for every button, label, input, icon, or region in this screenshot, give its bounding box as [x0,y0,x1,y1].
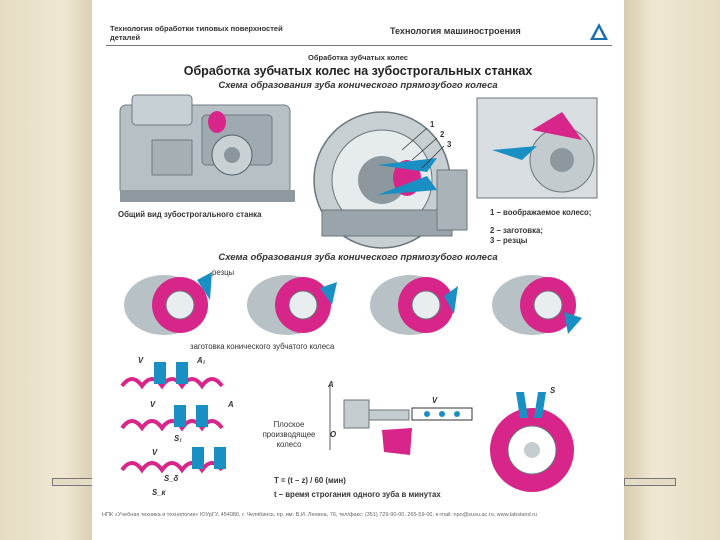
gear-scheme [313,111,468,249]
sym-o: O [330,430,337,439]
sym-sk: S_к [152,488,166,497]
section-right: Технология машиностроения [390,26,521,36]
rotary-cutter [490,392,574,492]
sym-a1: A₁ [197,356,206,365]
sym-s1: S₁ [174,434,182,443]
sym-a-2: A [328,380,334,389]
scheme-title-2: Схема образования зуба конического прямо… [218,252,498,263]
page-title: Обработка зубчатых колес на зубострогаль… [183,64,533,78]
section-left: Технология обработки типовых поверхносте… [110,24,283,42]
sym-s: S [550,386,556,395]
emblem-icon [590,23,608,40]
poster: Технология обработки типовых поверхносте… [92,0,624,540]
left-border [0,0,92,540]
flat-wheel-scheme [329,385,473,455]
callout-2: 2 [440,130,445,139]
cutters-label: резцы [212,268,235,277]
cutting-detail [476,97,598,199]
machine-illustration [119,94,295,202]
sym-v-3: V [152,448,158,457]
sym-v-4: V [432,396,438,405]
legend-part-3: 3 – резцы [490,236,528,245]
blank-sequence [124,272,582,335]
right-border [624,0,720,540]
legend-part-1: 1 – воображаемое колесо; [490,208,592,217]
formula: T = (t – z) / 60 (мин) [274,476,346,485]
formula-note: t – время строгания одного зуба в минута… [274,490,441,499]
sym-v-2: V [150,400,156,409]
scheme-title: Схема образования зуба конического прямо… [218,80,498,91]
sym-v-1: V [138,356,144,365]
callout-3: 3 [447,140,452,149]
header-divider [106,45,612,46]
legend-part-2: 2 – заготовка; [490,226,543,235]
slide-rule-right [624,478,676,486]
tooth-schemes [120,362,226,474]
flat-wheel-label: Плоское производящее колесо [262,420,316,449]
illustrations [119,94,598,492]
machine-caption: Общий вид зубострогального станка [118,210,262,219]
sym-a: A [228,400,234,409]
sym-sd: S_δ [164,474,179,483]
subheading: Обработка зубчатых колес [308,53,408,62]
footer: НПК «Учебная техника и технологии» ЮУрГУ… [102,512,538,518]
blank-label: заготовка конического зубчатого колеса [190,342,335,351]
callout-1: 1 [430,120,435,129]
